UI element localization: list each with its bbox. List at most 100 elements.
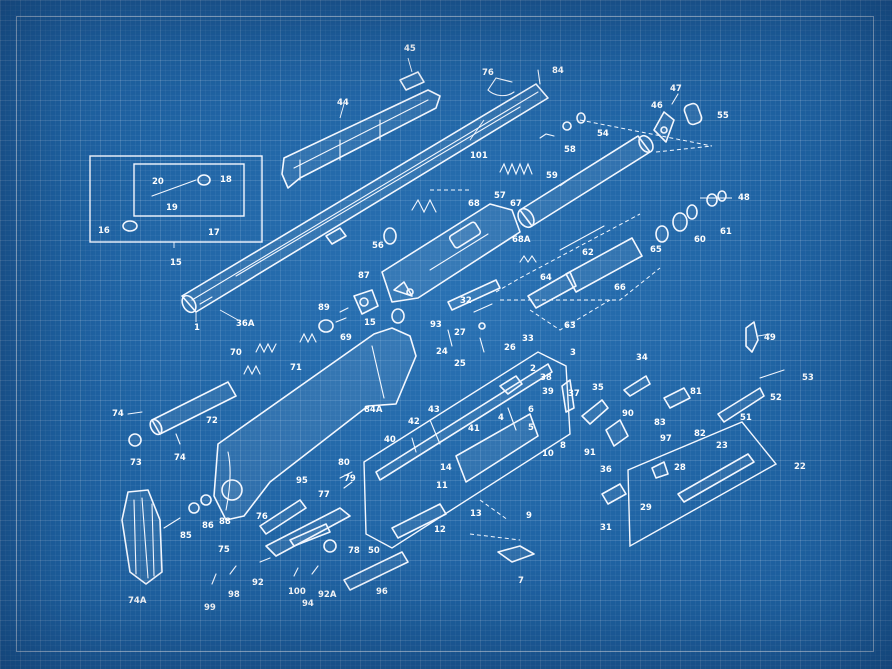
part-label-bolt-handle: 67 bbox=[510, 199, 522, 209]
part-label-cap-small: 46 bbox=[651, 101, 663, 111]
part-label-pin-92a: 92A bbox=[318, 590, 337, 600]
part-label-pin-2: 2 bbox=[530, 364, 536, 374]
part-label-pin-89: 89 bbox=[318, 303, 330, 313]
part-label-inset-box-label: 15 bbox=[170, 258, 182, 268]
part-label-link-32: 32 bbox=[460, 296, 472, 306]
part-label-front-sight: 45 bbox=[404, 44, 416, 54]
part-label-pin-94: 94 bbox=[302, 599, 314, 609]
part-label-pin-79: 79 bbox=[344, 474, 356, 484]
part-label-pin-6: 6 bbox=[528, 405, 534, 415]
inset-box bbox=[89, 155, 263, 243]
part-label-pin-4: 4 bbox=[498, 413, 504, 423]
part-label-plug: 54 bbox=[597, 129, 609, 139]
sheet-border bbox=[16, 16, 874, 652]
part-label-pin-51: 51 bbox=[740, 413, 752, 423]
hammer-parts bbox=[581, 321, 785, 447]
part-label-pin-50: 50 bbox=[368, 546, 380, 556]
part-label-pin-63: 63 bbox=[564, 321, 576, 331]
part-label-pin-13: 13 bbox=[470, 509, 482, 519]
part-label-pin-14: 14 bbox=[440, 463, 452, 473]
part-label-screw-74: 74 bbox=[112, 409, 124, 419]
part-label-pin-24: 24 bbox=[436, 347, 448, 357]
part-label-rib: 44 bbox=[337, 98, 349, 108]
part-label-spring-69: 69 bbox=[340, 333, 352, 343]
part-label-inset-17: 17 bbox=[208, 228, 220, 238]
part-label-inset-16: 16 bbox=[98, 226, 110, 236]
part-label-pin-98: 98 bbox=[228, 590, 240, 600]
part-label-cap-nut: 55 bbox=[717, 111, 729, 121]
part-label-ring-d: 65 bbox=[650, 245, 662, 255]
part-label-pin-27: 27 bbox=[454, 328, 466, 338]
part-label-latch-49: 49 bbox=[764, 333, 776, 343]
part-label-pin-36: 36 bbox=[600, 465, 612, 475]
part-label-barrel-ring: 76 bbox=[482, 68, 494, 78]
part-label-bolt-body: 68 bbox=[468, 199, 480, 209]
part-label-latch: 87 bbox=[358, 271, 370, 281]
pin-cluster bbox=[447, 279, 501, 353]
part-label-pin-9: 9 bbox=[526, 511, 532, 521]
part-label-ring-c: 60 bbox=[694, 235, 706, 245]
part-label-inset-19: 19 bbox=[166, 203, 178, 213]
part-label-screw-15b: 15 bbox=[364, 318, 376, 328]
part-label-sear-34: 34 bbox=[636, 353, 648, 363]
part-label-spring-70: 70 bbox=[230, 348, 242, 358]
part-label-pin-29: 29 bbox=[640, 503, 652, 513]
part-label-pin-83: 83 bbox=[654, 418, 666, 428]
barrel-ring bbox=[487, 69, 541, 97]
part-label-pin-81: 81 bbox=[690, 387, 702, 397]
part-label-screw-36a: 36A bbox=[236, 319, 255, 329]
receiver bbox=[381, 203, 521, 303]
part-label-pin-22: 22 bbox=[794, 462, 806, 472]
part-label-pin-62: 62 bbox=[582, 248, 594, 258]
part-label-pin-91: 91 bbox=[584, 448, 596, 458]
part-label-pin-40: 40 bbox=[384, 435, 396, 445]
part-label-hammer-35: 35 bbox=[592, 383, 604, 393]
leader-lines bbox=[173, 57, 771, 337]
stock bbox=[213, 327, 417, 521]
part-label-pin-76b: 76 bbox=[256, 512, 268, 522]
trigger-group bbox=[363, 351, 575, 549]
part-label-trigger-guard: 3 bbox=[570, 348, 576, 358]
part-label-bolt-slide: 68A bbox=[512, 235, 531, 245]
part-label-inset-20: 20 bbox=[152, 177, 164, 187]
part-label-pin-90: 90 bbox=[622, 409, 634, 419]
bottom-parts bbox=[391, 503, 535, 563]
part-label-mag-tube: 59 bbox=[546, 171, 558, 181]
part-label-inset-18: 18 bbox=[220, 175, 232, 185]
part-label-pin-78: 78 bbox=[348, 546, 360, 556]
barrel bbox=[181, 83, 549, 314]
part-label-spring-71: 71 bbox=[290, 363, 302, 373]
part-label-sight-bead: 84 bbox=[552, 66, 564, 76]
part-label-tube-66: 66 bbox=[614, 283, 626, 293]
part-label-screw-74b: 74 bbox=[174, 453, 186, 463]
part-label-pin-41: 41 bbox=[468, 424, 480, 434]
part-label-pin-5: 5 bbox=[528, 423, 534, 433]
bolt-assembly bbox=[495, 190, 727, 331]
part-label-ring-a: 48 bbox=[738, 193, 750, 203]
part-label-barrel: 1 bbox=[194, 323, 200, 333]
stock-springs bbox=[243, 317, 347, 376]
part-label-pin-37: 37 bbox=[568, 389, 580, 399]
part-label-pin-75: 75 bbox=[218, 545, 230, 555]
part-label-washer-86: 86 bbox=[202, 521, 214, 531]
part-label-tube-72: 72 bbox=[206, 416, 218, 426]
part-label-pin-92: 92 bbox=[252, 578, 264, 588]
part-label-nut-73: 73 bbox=[130, 458, 142, 468]
part-label-pin-39: 39 bbox=[542, 387, 554, 397]
cap-parts bbox=[579, 93, 713, 153]
part-label-receiver-label: 101 bbox=[470, 151, 488, 161]
part-label-pin-96: 96 bbox=[376, 587, 388, 597]
part-label-pin-99: 99 bbox=[204, 603, 216, 613]
part-label-pin-100: 100 bbox=[288, 587, 306, 597]
part-label-screw-85: 85 bbox=[180, 531, 192, 541]
part-label-pin-10: 10 bbox=[542, 449, 554, 459]
part-label-pin-33: 33 bbox=[522, 334, 534, 344]
stock-tube bbox=[127, 381, 237, 447]
part-label-pin-77: 77 bbox=[318, 490, 330, 500]
part-label-pin-42: 42 bbox=[408, 417, 420, 427]
part-label-pin-31: 31 bbox=[600, 523, 612, 533]
part-label-pin-43: 43 bbox=[428, 405, 440, 415]
rib bbox=[281, 71, 441, 189]
